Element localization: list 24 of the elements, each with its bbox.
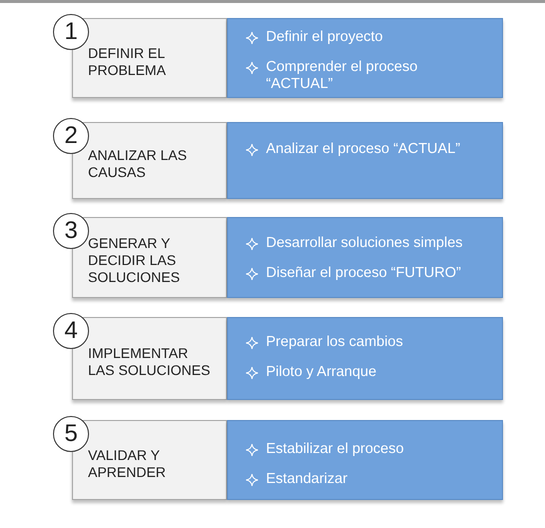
step-title: DEFINIR EL PROBLEMA bbox=[88, 45, 167, 79]
step-title: GENERAR Y DECIDIR LAS SOLUCIONES bbox=[88, 235, 181, 286]
step-title: IMPLEMENTAR LAS SOLUCIONES bbox=[88, 345, 212, 379]
step-number-circle: 2 bbox=[53, 118, 89, 154]
task-text: Definir el proyecto bbox=[266, 29, 384, 46]
step-number-circle: 1 bbox=[53, 14, 89, 50]
task-list-panel bbox=[227, 122, 503, 199]
task-list-panel bbox=[227, 317, 503, 400]
task-text: Estandarizar bbox=[266, 471, 348, 488]
task-text: Piloto y Arranque bbox=[266, 364, 378, 381]
task-text: Desarrollar soluciones simples bbox=[266, 235, 464, 252]
task-text: Preparar los cambios bbox=[266, 334, 404, 351]
task-list-panel bbox=[227, 217, 503, 298]
task-list-panel bbox=[227, 420, 503, 500]
task-text: Estabilizar el proceso bbox=[266, 441, 405, 458]
step-number-circle: 4 bbox=[53, 313, 89, 349]
task-text: Comprender el proceso “ACTUAL” bbox=[266, 59, 419, 93]
task-text: Analizar el proceso “ACTUAL” bbox=[266, 141, 462, 158]
step-title: VALIDAR Y APRENDER bbox=[88, 447, 167, 481]
step-number-circle: 3 bbox=[53, 213, 89, 249]
task-list-panel bbox=[227, 18, 503, 98]
task-text: Diseñar el proceso “FUTURO” bbox=[266, 265, 462, 282]
step-title: ANALIZAR LAS CAUSAS bbox=[88, 147, 188, 181]
step-number-circle: 5 bbox=[53, 416, 89, 452]
